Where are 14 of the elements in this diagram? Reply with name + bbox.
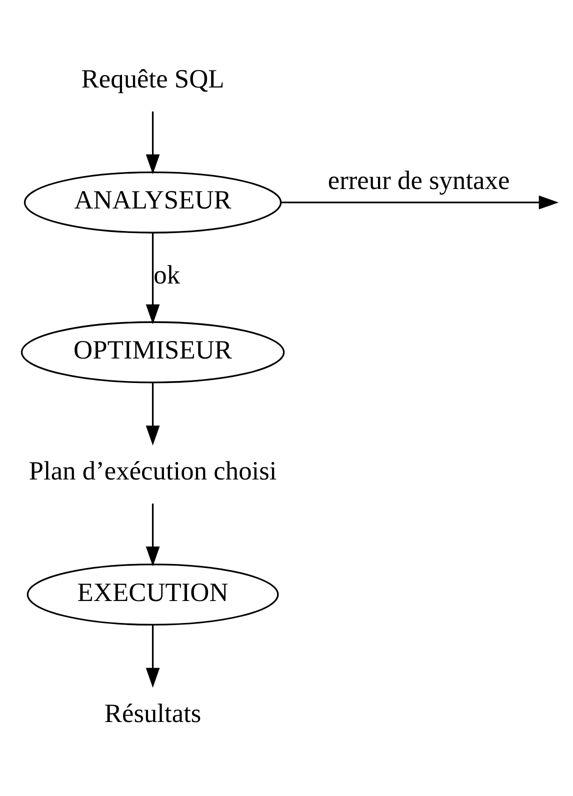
node-text: Requête SQL [81, 63, 224, 94]
arrow [146, 624, 160, 688]
arrow [146, 382, 160, 445]
arrow [146, 503, 160, 566]
node-ellipse: OPTIMISEUR [20, 320, 285, 383]
arrow [146, 111, 160, 174]
arrow [281, 195, 559, 209]
node-ellipse: ANALYSEUR [24, 170, 282, 233]
node-text: Résultats [104, 697, 202, 728]
edge-label: erreur de syntaxe [328, 164, 510, 194]
arrow [146, 232, 160, 324]
edge-label: ok [154, 259, 180, 290]
node-ellipse: EXECUTION [26, 563, 279, 626]
node-text: Plan d’exécution choisi [28, 455, 277, 486]
